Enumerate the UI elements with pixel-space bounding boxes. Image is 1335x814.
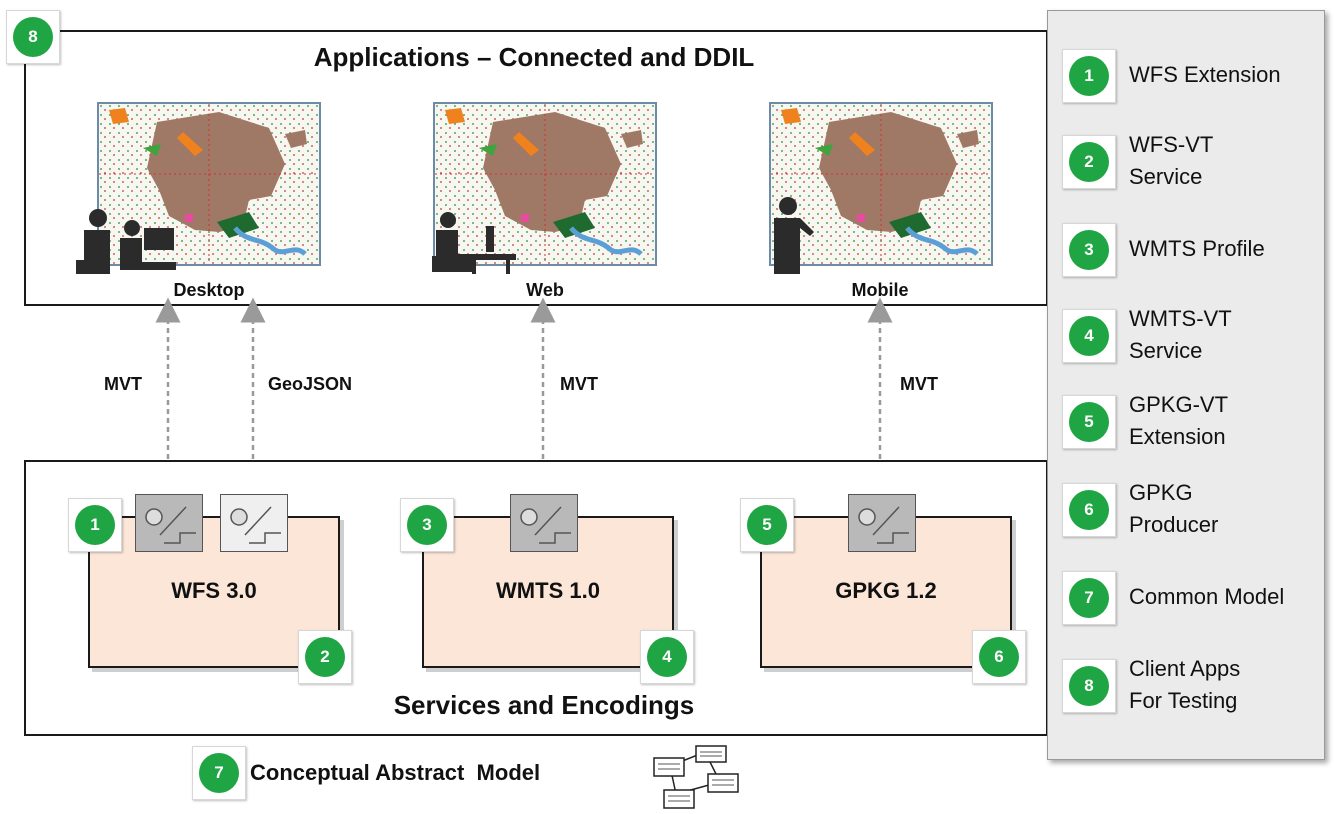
device-label-web: Web bbox=[526, 280, 564, 300]
model-diagram-icon bbox=[653, 745, 739, 809]
legend-badge: 7 bbox=[1069, 578, 1109, 618]
badge-8: 8 bbox=[13, 17, 53, 57]
badge-card-1: 1 bbox=[68, 498, 122, 552]
badge-card: 5 bbox=[1062, 395, 1116, 449]
service-box-wfs: WFS 3.0 bbox=[88, 516, 340, 668]
legend-text: WFS Extension bbox=[1129, 59, 1281, 91]
badge-card: 6 bbox=[1062, 483, 1116, 537]
badge-5: 5 bbox=[747, 505, 787, 545]
badge-card-5: 5 bbox=[740, 498, 794, 552]
badge-1: 1 bbox=[75, 505, 115, 545]
vector-tile-icon bbox=[848, 494, 916, 552]
legend-text: WMTS Profile bbox=[1129, 233, 1265, 265]
legend-text: GPKG-VT Extension bbox=[1129, 389, 1228, 453]
service-name-wmts: WMTS 1.0 bbox=[496, 578, 600, 603]
badge-card: 3 bbox=[1062, 223, 1116, 277]
legend-badge: 4 bbox=[1069, 316, 1109, 356]
legend-badge: 8 bbox=[1069, 666, 1109, 706]
legend-line2: Producer bbox=[1129, 512, 1219, 537]
connection-label-geojson: GeoJSON bbox=[268, 374, 353, 394]
badge-card: 1 bbox=[1062, 49, 1116, 103]
connection-label-mvt-3: MVT bbox=[900, 374, 938, 394]
badge-card-4: 4 bbox=[640, 630, 694, 684]
legend-text: Common Model bbox=[1129, 581, 1284, 613]
badge-3: 3 bbox=[407, 505, 447, 545]
desktop-users-icon bbox=[76, 209, 176, 274]
badge-2: 2 bbox=[305, 637, 345, 677]
badge-card: 8 bbox=[1062, 659, 1116, 713]
applications-title: Applications – Connected and DDIL bbox=[313, 42, 755, 72]
badge-card: 4 bbox=[1062, 309, 1116, 363]
mobile-user-icon bbox=[774, 197, 814, 274]
connection-arrows bbox=[155, 297, 893, 500]
legend-text: WFS-VT Service bbox=[1129, 129, 1213, 193]
device-label-mobile: Mobile bbox=[851, 280, 909, 300]
legend-badge: 5 bbox=[1069, 402, 1109, 442]
legend-line1: GPKG-VT bbox=[1129, 392, 1229, 417]
legend-badge: 1 bbox=[1069, 56, 1109, 96]
badge-card: 7 bbox=[1062, 571, 1116, 625]
services-title: Services and Encodings bbox=[393, 690, 695, 720]
model-label: Conceptual Abstract Model bbox=[250, 760, 541, 785]
connection-label-mvt-1: MVT bbox=[104, 374, 142, 394]
badge-card-8: 8 bbox=[6, 10, 60, 64]
legend-line1: WFS Extension bbox=[1129, 62, 1281, 87]
legend-text: WMTS-VT Service bbox=[1129, 303, 1232, 367]
legend-line1: WFS-VT bbox=[1129, 132, 1214, 157]
legend-badge: 3 bbox=[1069, 230, 1109, 270]
legend-line2: Service bbox=[1129, 164, 1203, 189]
legend-line2: Service bbox=[1129, 338, 1203, 363]
geojson-tile-icon bbox=[220, 494, 288, 552]
badge-card-7: 7 bbox=[192, 746, 246, 800]
web-user-icon bbox=[432, 212, 516, 274]
service-name-wfs: WFS 3.0 bbox=[171, 578, 257, 603]
device-label-desktop: Desktop bbox=[173, 280, 245, 300]
legend-line2: For Testing bbox=[1129, 688, 1238, 713]
service-box-wmts: WMTS 1.0 bbox=[422, 516, 674, 668]
badge-7: 7 bbox=[199, 753, 239, 793]
legend-line1: Common Model bbox=[1129, 584, 1285, 609]
legend-panel: 1 WFS Extension 2 WFS-VT Service 3 WMTS P… bbox=[1047, 10, 1325, 760]
service-name-gpkg: GPKG 1.2 bbox=[835, 578, 937, 603]
web-map-image bbox=[433, 102, 657, 266]
legend-line1: Client Apps bbox=[1129, 656, 1241, 681]
badge-4: 4 bbox=[647, 637, 687, 677]
legend-text: GPKG Producer bbox=[1129, 477, 1218, 541]
badge-card-2: 2 bbox=[298, 630, 352, 684]
legend-line1: GPKG bbox=[1129, 480, 1193, 505]
legend-badge: 6 bbox=[1069, 490, 1109, 530]
badge-card: 2 bbox=[1062, 135, 1116, 189]
mobile-map-image bbox=[769, 102, 993, 266]
legend-badge: 2 bbox=[1069, 142, 1109, 182]
legend-line1: WMTS Profile bbox=[1129, 236, 1265, 261]
badge-card-6: 6 bbox=[972, 630, 1026, 684]
legend-line2: Extension bbox=[1129, 424, 1226, 449]
connection-label-mvt-2: MVT bbox=[560, 374, 598, 394]
badge-card-3: 3 bbox=[400, 498, 454, 552]
badge-6: 6 bbox=[979, 637, 1019, 677]
vector-tile-icon bbox=[510, 494, 578, 552]
vector-tile-icon bbox=[135, 494, 203, 552]
legend-line1: WMTS-VT bbox=[1129, 306, 1232, 331]
